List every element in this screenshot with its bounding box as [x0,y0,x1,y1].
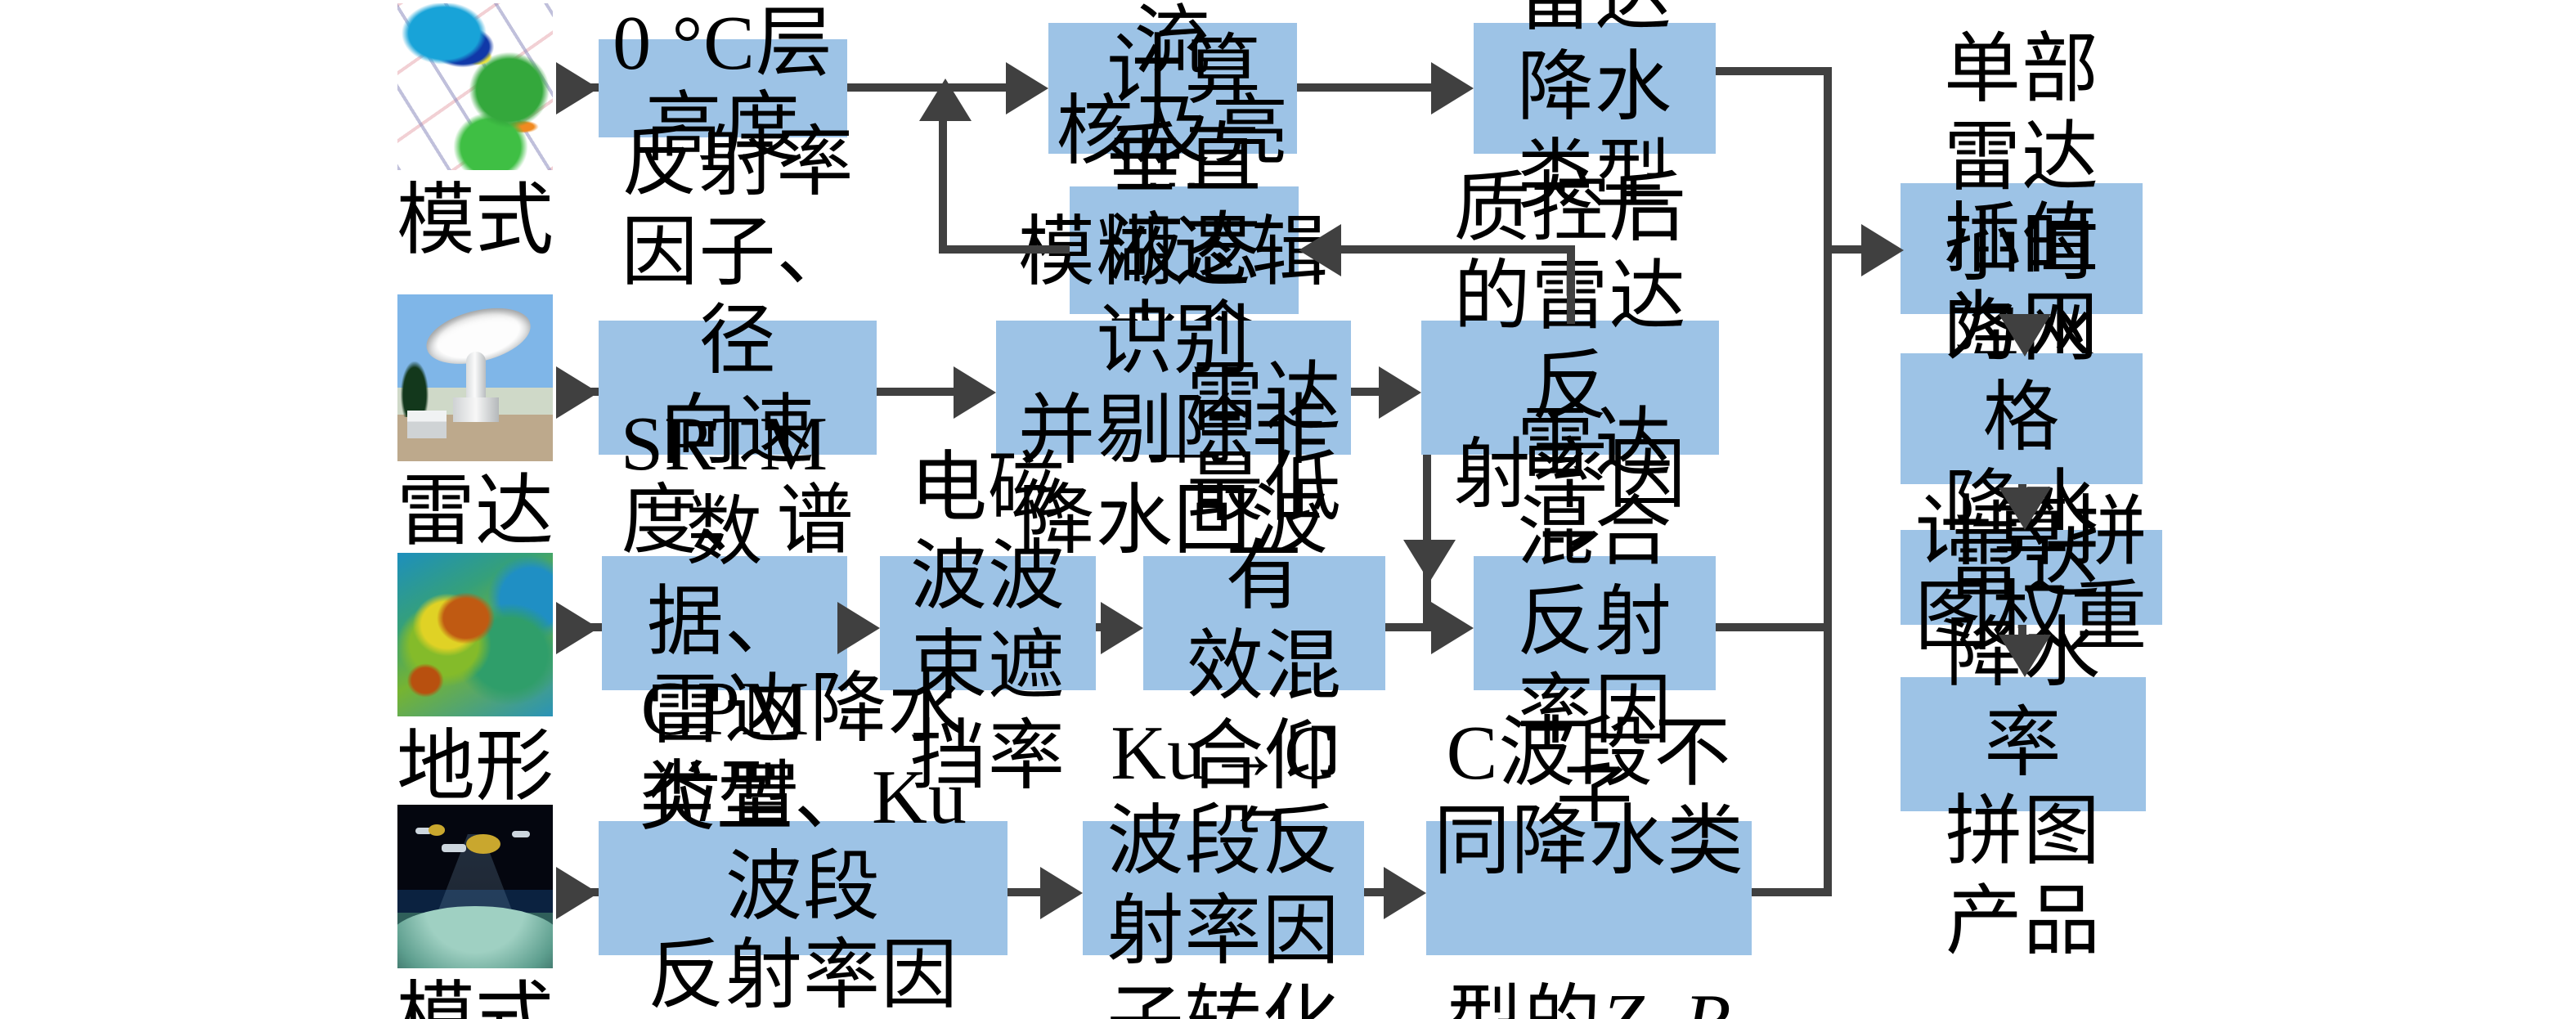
edge-identify-to-preciptype [1297,83,1431,92]
bus-vertical-main [1824,67,1832,250]
edge-lowestelev-to-hybrid [1385,623,1431,631]
terrain-dem-icon [397,553,553,716]
edge-vil-up [939,108,947,249]
source-label-radar-dish: 雷达 [396,469,554,556]
bus-hybrid-right [1716,623,1832,631]
zr-line-1: C波段不同降水类 [1434,711,1744,886]
edge-vil-left [939,245,1070,254]
node-ku-to-c[interactable]: Ku→C波段反 射率因子转化 [1083,712,1364,1019]
node-zr-relation[interactable]: C波段不同降水类 型的Z–R转化关系 [1426,712,1752,1019]
source-thumbnail-radar-dish [397,294,553,461]
zr-line-2-prefix: 型的 [1446,979,1601,1019]
weather-model-icon [397,3,553,170]
edge-gpm-to-kuc [1008,888,1040,896]
source-label-terrain-dem: 地形 [396,725,554,811]
edge-blockage-to-lowestelev [1096,623,1101,631]
edge-qc-to-vil [1341,245,1570,254]
source-thumbnail-model-chart [397,3,553,170]
node-radar-precip-type[interactable]: 雷达 降水类型 [1474,0,1716,220]
bus-into-singlerate [1824,245,1865,254]
node-gpm-inputs[interactable]: GPM降水类型、Ku波段 反射率因子、降雨率 [599,667,1008,1019]
satellite-gpm-icon [397,805,553,968]
zr-symbol: Z–R [1601,979,1732,1019]
edge-qc-up [1567,245,1575,324]
bus-vertical-zr [1824,618,1832,893]
node-grid-interp[interactable]: 插值为网格 降水率 [1901,197,2143,640]
bus-vertical-hybrid [1824,249,1832,628]
edge-kuc-to-zr [1364,888,1384,896]
source-label-satellite-gpm: 模式 [365,981,586,1019]
source-thumbnail-satellite-gpm [397,805,553,968]
bus-zr-right [1752,888,1832,896]
node-lowest-elev[interactable]: 雷达最低有 效混合仰角 [1143,357,1385,888]
edge-qc-down [1423,455,1431,623]
edge-weight-to-product [2018,625,2026,638]
edge-fuzzy-to-qc [1351,388,1379,396]
source-label-model-chart: 模式 [396,178,554,265]
radar-antenna-icon [397,294,553,461]
bus-preciptype-right [1716,67,1832,75]
node-mosaic-product[interactable]: 雷达降水率 拼图产品 [1901,523,2146,965]
edge-basevars-to-fuzzy [877,388,954,396]
source-thumbnail-terrain-dem [397,553,553,716]
